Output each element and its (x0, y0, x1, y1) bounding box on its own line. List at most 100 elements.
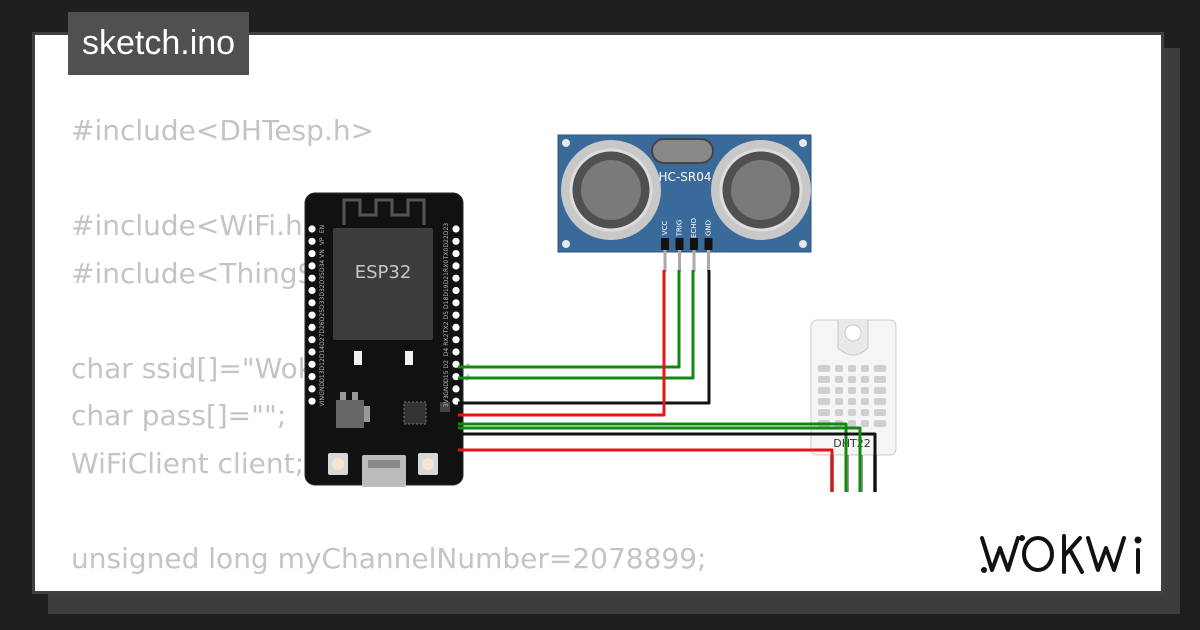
esp32-pin[interactable] (452, 385, 460, 393)
esp32-pin[interactable] (308, 397, 316, 405)
wire-dht-gnd2[interactable] (458, 426, 862, 492)
dht-vent (874, 387, 886, 394)
esp32-pin-label: D26 (319, 321, 326, 333)
esp32-pin[interactable] (452, 286, 460, 295)
esp32-pin-label: VIN (319, 396, 326, 406)
wire-dht-data[interactable] (458, 422, 848, 492)
esp32-pin[interactable] (308, 274, 316, 282)
dht-vent (874, 409, 886, 416)
dht-vent (874, 398, 886, 405)
esp32-pin-label: TX2 (443, 321, 450, 334)
dht-vent (818, 398, 830, 405)
file-tab[interactable]: sketch.ino (68, 12, 250, 75)
esp32-pin[interactable] (452, 360, 460, 368)
esp32-pin[interactable] (452, 311, 460, 319)
dht-label: DHT22 (833, 437, 870, 450)
esp32-pin-label: D25 (319, 309, 326, 321)
dht22-sensor[interactable]: DHT22 (810, 319, 897, 492)
esp32-pin[interactable] (308, 286, 316, 295)
esp32-pin[interactable] (308, 299, 316, 307)
esp32-pin-label: D22 (443, 235, 450, 247)
esp32-pin[interactable] (308, 323, 316, 331)
dht-vent (818, 376, 830, 383)
dht-vent (835, 398, 843, 405)
dht-vent (861, 420, 869, 427)
esp32-pin-label: D12 (319, 358, 326, 370)
esp32-pin-label: VN (319, 249, 326, 258)
ultrasonic-pin-label: TRIG (676, 220, 684, 238)
dht-vent (848, 398, 856, 405)
esp32-pin[interactable] (308, 311, 316, 319)
esp32-pin[interactable] (308, 250, 316, 258)
dht-vent (874, 420, 886, 427)
esp32-pin[interactable] (452, 323, 460, 331)
ultrasonic-pin-header (704, 238, 713, 250)
esp32-board[interactable]: ESP32 ENVPVND34D35D32D33D25D26D27D14D12D… (304, 192, 464, 487)
esp32-pin[interactable] (452, 237, 460, 245)
wokwi-logo (980, 534, 1142, 574)
esp32-pin-label: RX2 (443, 333, 450, 345)
ultrasonic-pin[interactable] (692, 250, 696, 272)
wire-dht-gnd[interactable] (458, 432, 877, 492)
esp32-pin[interactable] (452, 225, 460, 233)
esp32-pin-label: D34 (319, 260, 326, 272)
wire-dht-vcc[interactable] (458, 448, 834, 492)
esp32-pin-label: GND (443, 382, 450, 396)
esp32-pin[interactable] (452, 262, 460, 270)
esp32-pin-label: D32 (319, 284, 326, 296)
esp32-pin[interactable] (308, 262, 316, 270)
esp32-pin-label: RX0 (443, 260, 450, 272)
ultrasonic-pin-label: GND (705, 220, 713, 236)
dht-vent (861, 409, 869, 416)
dht-vent (861, 376, 869, 383)
esp32-pin-label: D15 (443, 370, 450, 382)
dht-vent (874, 376, 886, 383)
esp32-pin[interactable] (308, 237, 316, 245)
wires (458, 270, 877, 492)
dht-vent (818, 409, 830, 416)
wire-us-vcc[interactable] (458, 270, 666, 417)
esp32-pin-label: D35 (319, 272, 326, 284)
wire-us-gnd[interactable] (458, 270, 711, 405)
ultrasonic-pin[interactable] (678, 250, 681, 272)
code-line: unsigned long myChannelNumber=2078899; (71, 541, 707, 575)
dht-vent (818, 387, 830, 394)
esp32-pin-label: D33 (319, 296, 326, 308)
esp32-pin[interactable] (452, 336, 460, 344)
esp32-pin[interactable] (452, 250, 460, 258)
esp32-pin[interactable] (308, 336, 316, 344)
esp32-pin[interactable] (452, 299, 460, 307)
esp32-pin[interactable] (308, 385, 316, 393)
esp32-pin[interactable] (452, 373, 460, 381)
dht-vent (848, 409, 856, 416)
ultrasonic-label: HC-SR04 (659, 170, 712, 184)
dht-vent (861, 398, 869, 405)
esp32-pin-label: VP (319, 237, 326, 245)
esp32-pin-label: GND (319, 382, 326, 396)
dht-vent (835, 365, 843, 372)
esp32-pin[interactable] (452, 274, 460, 282)
wire-echo[interactable] (458, 270, 695, 380)
esp32-pin-label: D27 (319, 333, 326, 345)
code-line: const char * myWriteAPIKey = "Q24WTHSUGU… (71, 582, 836, 591)
usb-port (362, 455, 406, 487)
esp32-pin[interactable] (308, 360, 316, 368)
esp32-pin[interactable] (452, 397, 460, 405)
wire-trig[interactable] (458, 270, 681, 369)
esp32-pin[interactable] (308, 225, 316, 233)
dht-vent (874, 365, 886, 372)
ultrasonic-pin[interactable] (707, 250, 710, 272)
ultrasonic-pin-header (661, 238, 669, 250)
code-line: WiFiClient client; (71, 446, 304, 480)
ultrasonic-pin[interactable] (663, 250, 667, 272)
esp32-pin[interactable] (308, 373, 316, 381)
esp32-pin-label: D18 (443, 296, 450, 308)
dht-vent (861, 387, 869, 394)
esp32-pin[interactable] (308, 348, 316, 356)
ultrasonic-pin-label: ECHO (690, 217, 698, 238)
esp32-pin[interactable] (452, 348, 460, 356)
code-line: #include<DHTesp.h> (71, 114, 375, 147)
dht-vent (835, 387, 843, 394)
